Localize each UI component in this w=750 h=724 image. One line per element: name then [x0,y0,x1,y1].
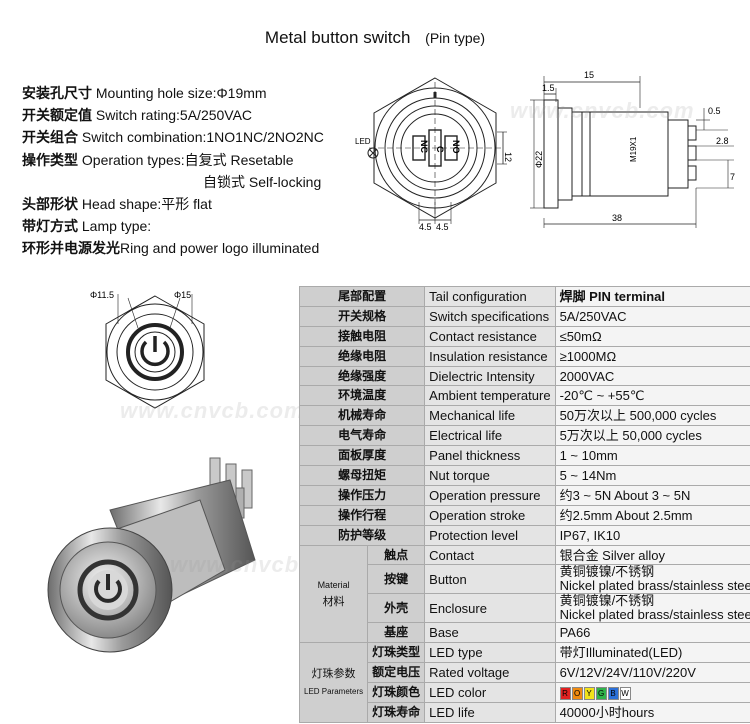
color-swatch: R [559,687,571,701]
dim-38: 38 [612,213,622,223]
color-swatch: W [619,687,631,701]
dim-phi-11-5: Φ11.5 [90,290,114,300]
page-title: Metal button switch (Pin type) [0,28,750,48]
dim-4-5-left: 4.5 [419,222,432,232]
color-swatch: O [571,687,583,701]
nc-label: NC [419,140,429,153]
head-view-drawing: Φ11.5 Φ15 [90,290,205,409]
side-view-drawing: 15 1.5 0.5 Φ22 M19X1 2.8 7 38 [530,70,735,228]
dim-phi-15: Φ15 [174,290,191,300]
dim-2-8: 2.8 [716,136,729,146]
led-group-label: 灯珠参数 LED Parameters [298,642,369,723]
spec-line: 自锁式 Self-locking [203,173,322,190]
watermark: www.cnvcb.com [510,98,695,123]
material-group-label: Material 材料 [298,544,369,644]
spec-line: 开关额定值 Switch rating:5A/250VAC [22,107,253,124]
spec-list: 安装孔尺寸 Mounting hole size:Φ19mm 开关额定值 Swi… [22,82,324,260]
dim-7: 7 [730,172,735,182]
color-swatch: B [607,687,619,701]
dim-0-5: 0.5 [708,106,721,116]
spec-line: 安装孔尺寸 Mounting hole size:Φ19mm [22,85,267,101]
color-swatch: G [595,687,607,701]
dim-4-5-right: 4.5 [436,222,449,232]
watermark: www.cnvcb.com [120,398,305,423]
spec-line: 开关组合 Switch combination:1NO1NC/2NO2NC [22,129,324,146]
dim-phi22: Φ22 [534,151,544,168]
spec-line: 头部形状 Head shape:平形 flat [22,195,212,212]
color-swatch: Y [583,687,595,701]
c-label: C [435,146,445,153]
dim-15-side: 15 [584,70,594,80]
no-label: NO [451,140,461,154]
product-photo [47,457,256,653]
spec-line: 环形并电源发光Ring and power logo illuminated [22,240,320,257]
spec-line: 操作类型 Operation types:自复式 Resetable [22,151,294,168]
thread-label: M19X1 [629,136,638,162]
dim-1-5: 1.5 [542,83,555,93]
spec-line: 带灯方式 Lamp type: [22,218,152,235]
front-view-drawing: LED NC C NO 12 4.5 4.5 [355,77,513,232]
led-label: LED [355,137,371,146]
title-text: Metal button switch [264,28,411,47]
dim-12: 12 [503,152,513,162]
subtitle-text: (Pin type) [425,30,486,46]
